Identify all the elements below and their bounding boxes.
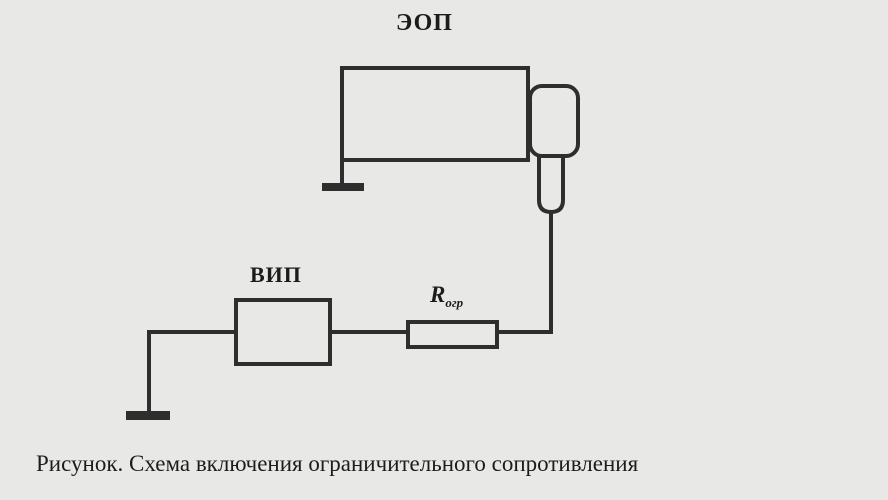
- resistor-label-subscript: огр: [445, 295, 464, 310]
- wire-vip-to-ground: [147, 330, 238, 416]
- wire-eop-to-resistor: [495, 210, 553, 334]
- vip-ground-symbol: [126, 411, 170, 420]
- vip-box: [234, 298, 332, 366]
- eop-ground-symbol: [322, 183, 364, 191]
- resistor-label-main: R: [430, 282, 446, 307]
- vip-label: ВИП: [250, 262, 302, 287]
- figure-caption: Рисунок. Схема включения ограничительног…: [36, 451, 639, 476]
- eop-tube-body: [340, 66, 530, 162]
- resistor: [406, 320, 499, 349]
- eop-cap: [528, 84, 580, 158]
- eop-connector: [537, 154, 565, 215]
- eop-label: ЭОП: [396, 10, 453, 36]
- resistor-label: Rогр: [430, 282, 463, 311]
